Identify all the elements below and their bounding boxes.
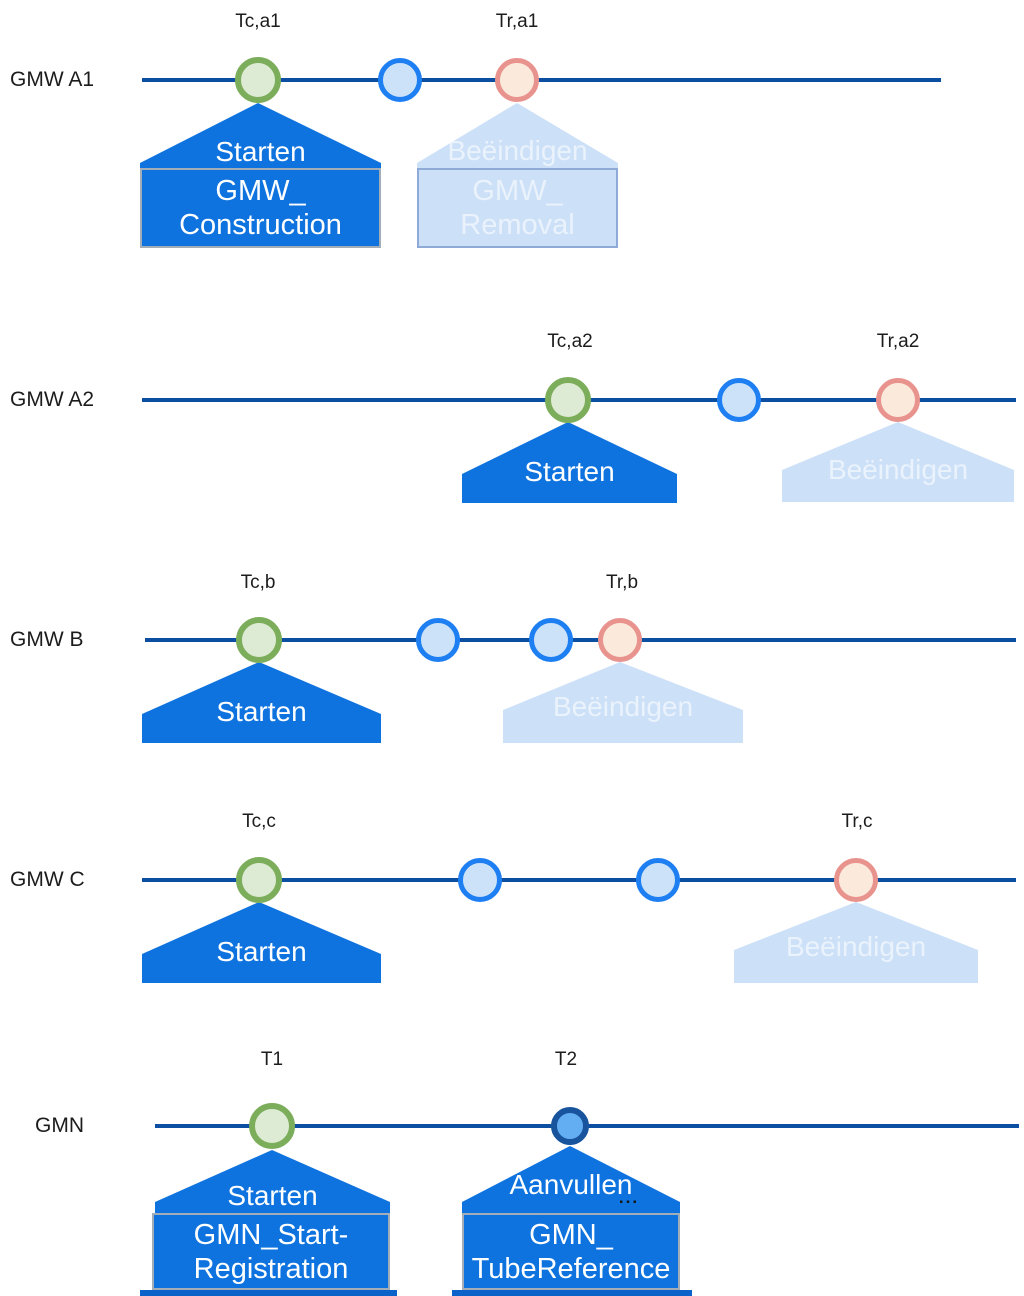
- event-marker-blue: [458, 858, 502, 902]
- tick-label: Tr,a1: [495, 11, 539, 32]
- event-marker-green: [249, 1103, 295, 1149]
- callout-label: Starten: [216, 696, 307, 727]
- timeline-row-label: GMW B: [10, 628, 84, 651]
- callout-pointer: Starten: [140, 103, 381, 168]
- tick-label: Tr,b: [605, 572, 639, 593]
- event-marker-blue: [529, 618, 573, 662]
- timeline-row-label: GMW A1: [10, 68, 95, 91]
- callout-label: Starten: [524, 456, 615, 487]
- callout-box-line: GMN_: [529, 1218, 613, 1251]
- callout-box-line: Registration: [193, 1252, 349, 1285]
- callout-box-line: GMW_: [472, 175, 563, 207]
- event-marker-navy: [551, 1107, 589, 1145]
- callout-label: Beëindigen: [552, 691, 694, 722]
- tick-label: Tc,c: [242, 811, 276, 832]
- callout-label: Starten: [216, 936, 307, 967]
- callout-pointer: Beëindigen: [734, 902, 978, 983]
- timeline-line: [145, 638, 1016, 642]
- callout-pointer: Starten: [142, 662, 381, 743]
- event-marker-pink: [834, 858, 878, 902]
- callout-label: Starten: [227, 1180, 318, 1211]
- tick-label: T1: [260, 1049, 284, 1070]
- timeline-line: [142, 878, 1016, 882]
- tick-label: Tr,a2: [876, 331, 920, 352]
- tick-label: Tc,a2: [547, 331, 593, 352]
- callout-box: GMW_Removal: [417, 168, 618, 248]
- callout-label: Beëindigen: [447, 135, 588, 166]
- event-marker-pink: [876, 378, 920, 422]
- event-marker-green: [236, 857, 282, 903]
- callout-box-line: Removal: [460, 209, 575, 241]
- callout-box-line: Construction: [179, 209, 342, 241]
- callout-pointer: Beëindigen: [782, 422, 1014, 502]
- callout-pointer: Starten: [142, 902, 381, 983]
- callout-box: GMW_Construction: [140, 168, 381, 248]
- callout-pointer: Beëindigen: [417, 103, 618, 168]
- event-marker-blue: [378, 58, 422, 102]
- callout-pointer: Starten: [462, 422, 677, 503]
- callout-label: Starten: [215, 136, 306, 167]
- callout-pointer: Beëindigen: [503, 662, 743, 743]
- callout-box-line: GMW_: [215, 175, 306, 207]
- callout-pointer: Starten: [155, 1150, 390, 1213]
- timeline-row-label: GMW C: [10, 868, 85, 891]
- callout-label: Aanvullen: [509, 1169, 633, 1200]
- callout-box-line: GMN_Start-: [193, 1218, 349, 1251]
- callout-label: Beëindigen: [785, 931, 927, 962]
- timeline-line: [142, 78, 941, 82]
- callout-box-line: TubeReference: [471, 1252, 671, 1285]
- callout-pointer: Aanvullen: [462, 1146, 680, 1213]
- clipped-box-strip: [452, 1290, 692, 1296]
- tick-label: Tr,c: [841, 811, 873, 832]
- callout-label: Beëindigen: [827, 454, 969, 485]
- clipped-box-strip: [140, 1290, 397, 1296]
- event-marker-pink: [495, 58, 539, 102]
- event-marker-green: [545, 377, 591, 423]
- event-marker-blue: [636, 858, 680, 902]
- tick-label: Tc,a1: [235, 11, 281, 32]
- event-marker-blue: [416, 618, 460, 662]
- callout-box: GMN_TubeReference: [462, 1213, 680, 1290]
- timeline-row-label: GMW A2: [10, 388, 95, 411]
- event-marker-green: [235, 57, 281, 103]
- tick-label: T2: [554, 1049, 578, 1070]
- ellipsis-text: ...: [618, 1188, 640, 1207]
- callout-box: GMN_Start-Registration: [152, 1213, 390, 1290]
- event-marker-pink: [598, 618, 642, 662]
- tick-label: Tc,b: [240, 572, 276, 593]
- timeline-row-label: GMN: [35, 1114, 84, 1137]
- event-marker-blue: [717, 378, 761, 422]
- event-marker-green: [236, 617, 282, 663]
